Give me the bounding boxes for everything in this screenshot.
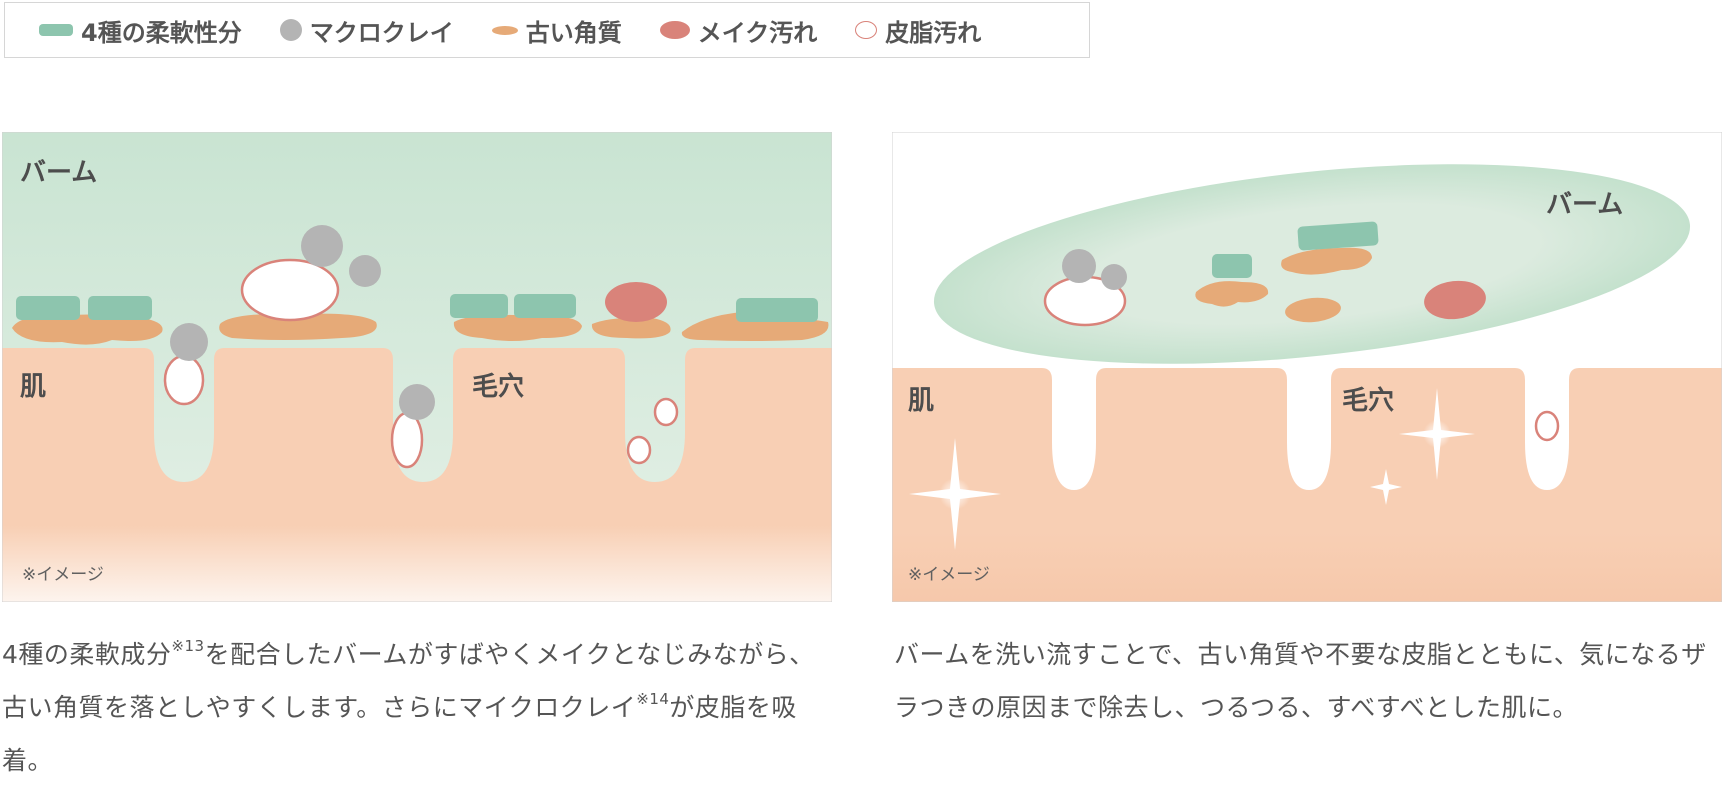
sebum-dirt [1534,410,1560,442]
balm-applied-illustration [2,132,832,602]
sparkle-icon [909,438,1001,550]
macroclay-particle [1101,264,1127,290]
sebum-dirt [653,397,679,427]
keratin-swatch-icon [491,25,518,35]
keratin-flake [591,317,671,339]
legend-label-makeup-dirt: メイク汚れ [697,18,818,47]
legend-item-old-keratin: 古い角質 [491,13,622,48]
softener-swatch-icon [39,24,73,36]
sebum-dirt [626,435,652,465]
legend: 4種の柔軟性分 マクロクレイ 古い角質 メイク汚れ 皮脂汚れ [4,2,1090,58]
balm-label: バーム [20,158,98,188]
makeup-dirt [1424,280,1486,320]
sebum-dirt [240,258,340,322]
softener-block [88,296,152,320]
softener-block [1297,221,1379,251]
pore-label: 毛穴 [1342,386,1395,416]
legend-label-softeners: 4種の柔軟性分 [81,18,242,47]
softener-block [1212,254,1252,278]
footnote-ref-14: ※14 [636,690,670,708]
macroclay-particle [399,384,435,420]
macroclay-particle [1062,249,1096,283]
macroclay-particle [170,323,208,361]
legend-label-old-keratin: 古い角質 [525,18,622,47]
diagram-balm-applied: バーム 肌 毛穴 ※イメージ [2,132,832,602]
macroclay-particle [349,255,381,287]
keratin-flake [1195,281,1269,307]
skin-label: 肌 [20,372,47,402]
image-note: ※イメージ [908,565,990,585]
legend-label-macroclay: マクロクレイ [309,18,454,47]
skin-surface [892,368,1722,602]
softener-block [450,294,508,318]
pore-label: 毛穴 [472,372,525,402]
legend-label-sebum-dirt: 皮脂汚れ [885,18,982,47]
caption-right: バームを洗い流すことで、古い角質や不要な皮脂とともに、気になるザラつきの原因まで… [894,640,1707,722]
sparkle-icon [1370,469,1402,505]
skin-surface [2,348,832,602]
softener-block [514,294,576,318]
image-note: ※イメージ [22,565,104,585]
legend-item-softeners: 4種の柔軟性分 [39,13,242,48]
caption-left-part2: を配合したバームがすばやくメイクとなじみながら、古い角質を落としやすくします。さ… [2,640,815,722]
macroclay-particle [301,225,343,267]
makeup-swatch-icon [659,21,690,39]
macroclay-swatch-icon [279,19,302,41]
keratin-flake [12,314,163,345]
caption-left: 4種の柔軟成分※13を配合したバームがすばやくメイクとなじみながら、古い角質を落… [2,628,832,787]
caption-left-part3: が皮脂を吸着。 [2,693,797,775]
sebum-dirt [163,354,205,406]
makeup-dirt [605,282,667,322]
keratin-flake [1281,247,1372,275]
softener-block [16,296,80,320]
keratin-flake [219,313,377,340]
balm-rinsed-illustration [892,132,1722,602]
softener-block [736,298,818,322]
skin-label: 肌 [908,386,935,416]
legend-item-makeup-dirt: メイク汚れ [659,13,818,48]
keratin-flake [453,314,582,341]
balm-label: バーム [1546,190,1624,220]
sebum-dirt [390,411,424,469]
sebum-swatch-icon [855,21,878,39]
legend-item-sebum-dirt: 皮脂汚れ [855,13,981,48]
diagram-balm-rinsed: バーム 肌 毛穴 ※イメージ [892,132,1722,602]
sparkle-icon [1399,388,1475,480]
keratin-flake [1285,297,1341,323]
caption-left-part1: 4種の柔軟成分 [2,640,172,669]
legend-item-macroclay: マクロクレイ [279,13,454,48]
footnote-ref-13: ※13 [171,637,205,655]
